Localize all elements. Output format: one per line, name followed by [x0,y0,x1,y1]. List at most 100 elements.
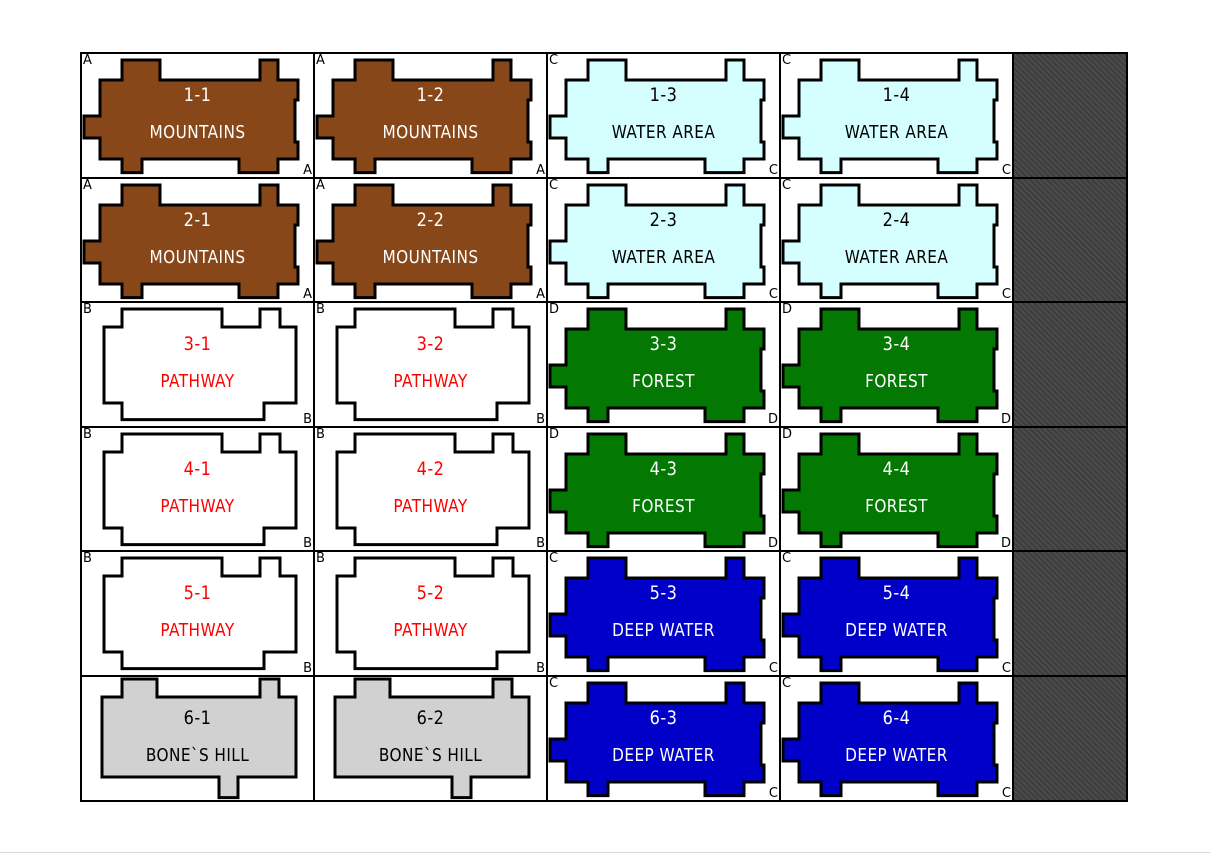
pathway-terrain-shape [335,556,531,671]
tile-corner-marker: B [536,660,545,676]
tile-id-label: 6-2 [416,707,445,729]
tile-41-shape [102,432,298,546]
deep-water-terrain-shape [548,556,766,673]
tile-corner-marker: D [767,411,778,427]
tile-id-label: 1-3 [649,84,678,106]
tile-corner-marker: B [303,536,312,552]
empty-slot-cell [1012,550,1128,677]
tile-terrain-label: PATHWAY [160,371,235,393]
tile-corner-marker: B [303,660,312,676]
tile-terrain-label: DEEP WATER [845,745,948,766]
forest-terrain-shape [548,432,766,548]
tile-corner-marker: D [782,426,793,442]
forest-terrain-shape [548,307,766,424]
empty-slot-cell [1012,301,1128,428]
pathway-terrain-shape [335,432,531,546]
tile-id-label: 3-3 [649,333,678,356]
tile-corner-marker: D [549,426,560,442]
tile-corner-marker: A [316,177,325,193]
pathway-terrain-shape [102,556,298,671]
tile-terrain-label: BONE`S HILL [378,745,483,766]
tile-corner-marker: C [549,551,559,567]
tile-corner-marker: C [768,162,778,178]
tile-corner-marker: A [536,287,545,303]
tile-id-label: 6-4 [882,707,911,729]
tile-corner-marker: D [782,302,793,318]
tile-24-shape [781,183,999,299]
forest-terrain-shape [781,432,999,548]
tile-terrain-label: MOUNTAINS [149,246,246,268]
pathway-terrain-shape [102,432,298,546]
tile-terrain-label: PATHWAY [393,371,468,393]
deep-water-terrain-shape [781,556,999,673]
tile-terrain-label: WATER AREA [611,122,716,143]
tile-21-shape [82,183,300,299]
tile-12-shape [315,58,533,175]
tile-id-label: 2-2 [416,208,445,231]
water-area-terrain-shape [548,58,766,175]
water-area-terrain-shape [548,183,766,299]
tile-id-label: 5-1 [183,582,212,605]
tile-corner-marker: A [303,287,312,303]
tile-id-label: 1-2 [416,84,445,106]
tile-22-shape [315,183,533,299]
tile-corner-marker: D [549,302,560,318]
tile-52-shape [335,556,531,671]
empty-slot-cell [1012,425,1128,553]
tile-corner-marker: C [1001,287,1011,303]
tile-corner-marker: A [83,177,92,193]
tile-terrain-label: MOUNTAINS [382,122,479,143]
deep-water-terrain-shape [781,681,999,798]
tile-corner-marker: C [782,551,792,567]
tile-id-label: 2-1 [183,208,212,231]
tile-51-shape [102,556,298,671]
tile-31-shape [102,307,298,422]
water-area-terrain-shape [781,58,999,175]
tile-terrain-label: DEEP WATER [612,620,715,642]
tile-id-label: 5-2 [416,582,445,605]
tile-corner-marker: B [83,426,92,442]
tile-corner-marker: B [83,302,92,318]
tile-corner-marker: B [83,551,92,567]
tile-id-label: 4-2 [416,457,445,480]
tile-id-label: 3-4 [882,333,911,356]
tile-23-shape [548,183,766,299]
tile-terrain-label: WATER AREA [844,122,949,143]
tile-id-label: 1-4 [882,84,911,106]
tile-corner-marker: C [549,177,559,193]
tile-id-label: 2-4 [882,208,911,231]
empty-slot-cell [1012,675,1128,802]
pathway-terrain-shape [335,307,531,422]
tile-terrain-label: PATHWAY [160,620,235,642]
tile-corner-marker: D [1000,536,1011,552]
tile-42-shape [335,432,531,546]
tile-corner-marker: B [536,536,545,552]
tile-corner-marker: A [316,53,325,68]
tile-13-shape [548,58,766,175]
